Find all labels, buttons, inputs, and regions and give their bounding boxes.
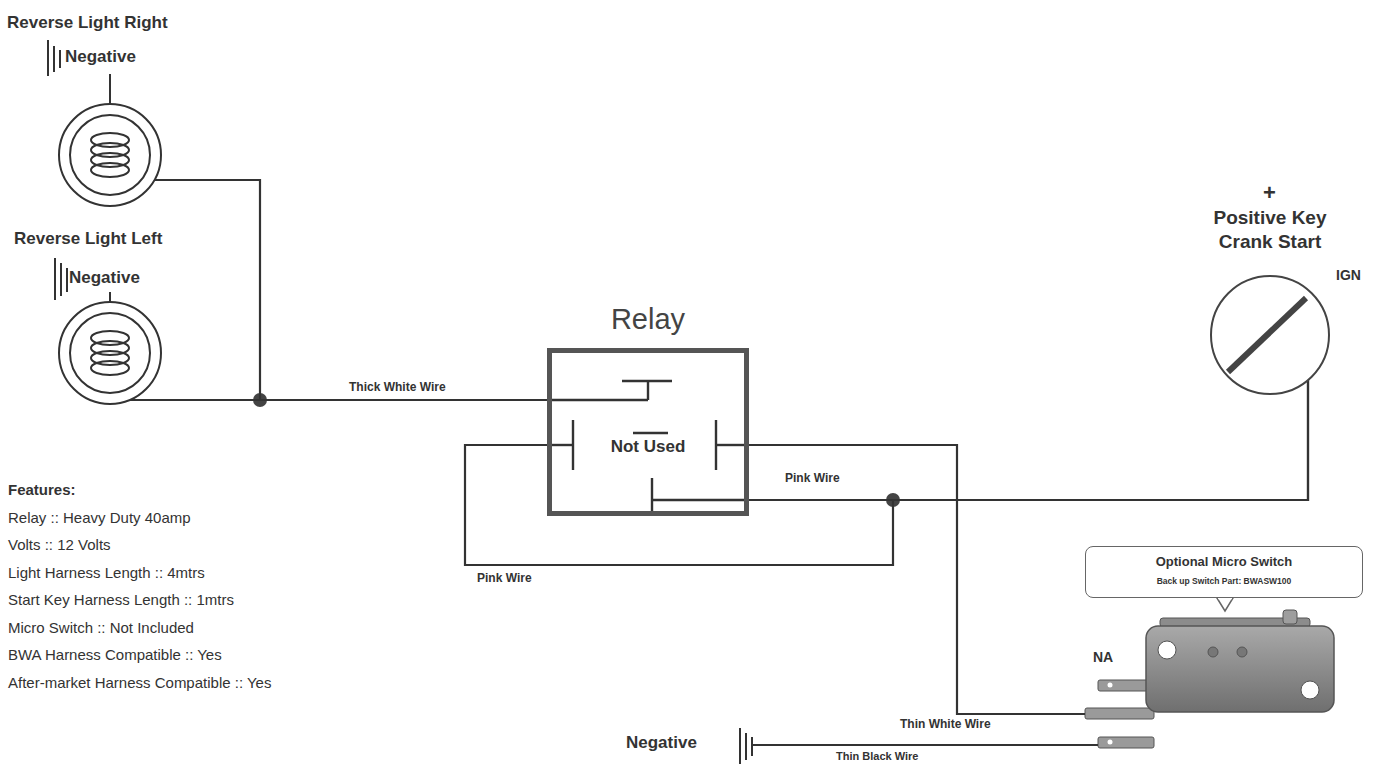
junction-dots — [253, 393, 900, 507]
terminal-name: NA — [1093, 649, 1113, 665]
ground-label: Negative — [626, 733, 697, 753]
wire — [749, 380, 1308, 500]
wire — [749, 445, 1085, 714]
light-heading: Reverse Light Right — [7, 13, 168, 33]
features-heading: Features: — [8, 481, 76, 498]
reverse-light: Reverse Light Right — [58, 103, 162, 207]
feature-line: Micro Switch :: Not Included — [8, 619, 194, 636]
key-switch: Positive Key Crank StartIGN — [1210, 275, 1330, 395]
wire-label: Thick White Wire — [347, 381, 448, 395]
wire — [465, 380, 1308, 565]
callout-title: Optional Micro Switch — [1156, 555, 1293, 570]
micro-switch-node: NA — [1085, 615, 1340, 755]
light-heading: Reverse Light Left — [14, 229, 162, 249]
callout-pointer — [1217, 598, 1233, 611]
ground-bottom — [740, 728, 1098, 764]
light-left-symbol — [55, 258, 150, 393]
wire-label: Thin Black Wire — [836, 750, 918, 763]
wire — [130, 399, 547, 401]
feature-line: BWA Harness Compatible :: Yes — [8, 646, 222, 663]
relay-box: RelayNot Used — [547, 348, 749, 516]
light-right-symbol — [48, 40, 150, 195]
polarity-sign: + — [1263, 180, 1276, 205]
key-heading: Positive Key Crank Start — [1185, 206, 1355, 255]
wire-label: Pink Wire — [783, 472, 842, 486]
wire — [155, 180, 548, 400]
key-switch-contact — [1228, 298, 1306, 372]
ground-label: Negative — [69, 268, 140, 288]
ground-label: Negative — [65, 47, 136, 67]
feature-line: Light Harness Length :: 4mtrs — [8, 564, 205, 581]
terminal-name: IGN — [1336, 267, 1361, 283]
callout-box: Optional Micro SwitchBack up Switch Part… — [1085, 546, 1363, 598]
callout-part: Back up Switch Part: BWASW100 — [1157, 577, 1292, 587]
feature-line: After-market Harness Compatible :: Yes — [8, 674, 271, 691]
feature-line: Relay :: Heavy Duty 40amp — [8, 509, 191, 526]
wire-label: Pink Wire — [475, 572, 534, 586]
relay-terminals — [549, 381, 747, 516]
micro-switch — [1085, 610, 1334, 748]
terminal-note: Not Used — [611, 437, 686, 457]
feature-line: Start Key Harness Length :: 1mtrs — [8, 591, 234, 608]
reverse-light: Reverse Light Left — [58, 301, 162, 405]
wire-label: Thin White Wire — [898, 718, 993, 732]
relay-heading: Relay — [611, 303, 685, 336]
feature-line: Volts :: 12 Volts — [8, 536, 111, 553]
